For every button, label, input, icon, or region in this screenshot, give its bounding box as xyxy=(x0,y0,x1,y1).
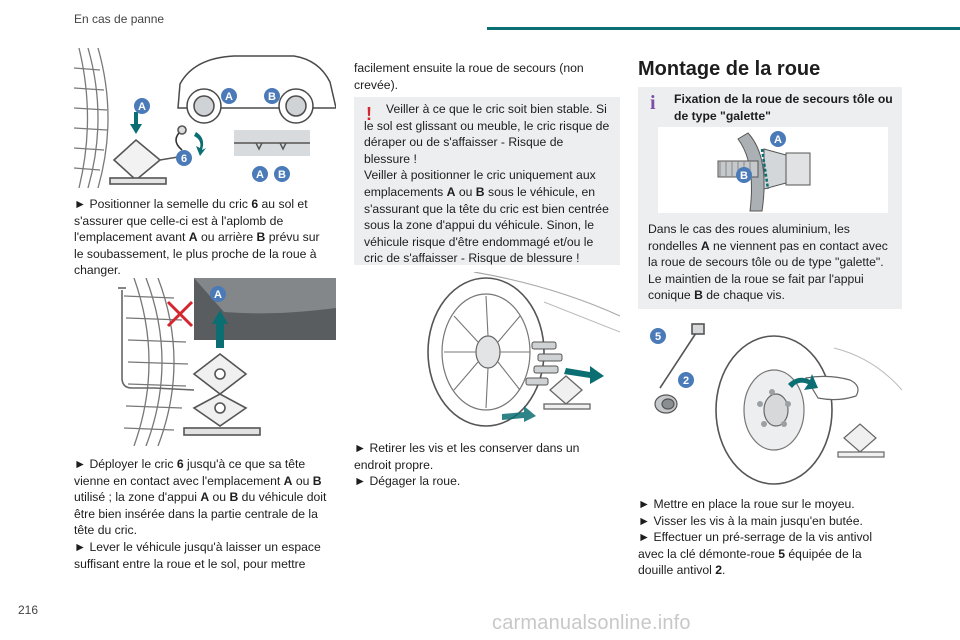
spare-wheel-graphic xyxy=(715,335,833,485)
jack-handle-graphic xyxy=(118,287,154,389)
jack-deployment-illustration: A xyxy=(118,278,336,446)
remove-bolts-steps-text: ► Retirer les vis et les conserver dans … xyxy=(354,441,580,489)
pull-arrows xyxy=(502,366,604,422)
forbidden-cross-icon xyxy=(166,300,194,328)
info-box-title: Fixation de la roue de secours tôle ou d… xyxy=(674,92,893,123)
label-b-badge-underbody: B xyxy=(274,166,290,182)
step-position-jack-text: ► Positionner la semelle du cric 6 au so… xyxy=(74,197,320,278)
warning-icon: ! xyxy=(366,104,372,124)
warning-text: Veiller à ce que le cric soit bien stabl… xyxy=(364,102,610,266)
label-a-badge-jack: A xyxy=(210,286,226,302)
watermark-text: carmanualsonline.info xyxy=(492,612,691,634)
svg-text:A: A xyxy=(774,134,782,146)
rotate-arrow-icon xyxy=(788,374,818,390)
mini-jack-graphic xyxy=(543,375,591,410)
mount-wheel-illustration: 5 2 xyxy=(650,323,902,485)
svg-text:A: A xyxy=(256,169,264,181)
svg-text:A: A xyxy=(138,101,146,113)
step-deploy-jack-text: ► Déployer le cric 6 jusqu'à ce que sa t… xyxy=(74,457,327,571)
wheel-brace-graphic xyxy=(659,323,705,389)
label-six-badge: 6 xyxy=(176,150,192,166)
section-title: Montage de la roue xyxy=(638,58,821,80)
spare-wheel-bolt-illustration: A B xyxy=(658,127,888,213)
warning-box: ! Veiller à ce que le cric soit bien sta… xyxy=(354,97,620,265)
svg-text:B: B xyxy=(268,91,276,103)
svg-text:A: A xyxy=(225,91,233,103)
label-a-badge-car: A xyxy=(221,88,237,104)
car-silhouette xyxy=(177,55,336,124)
info-icon: i xyxy=(650,92,656,114)
jack-placement-illustration: A 6 A B A B xyxy=(74,48,336,188)
jack-graphic xyxy=(837,423,885,458)
label-a-badge-underbody: A xyxy=(252,166,268,182)
underbody-graphic xyxy=(234,130,310,156)
svg-text:6: 6 xyxy=(181,153,187,165)
label-a-badge-bolt: A xyxy=(770,131,786,147)
hand-graphic xyxy=(805,375,859,401)
antitheft-socket-graphic xyxy=(654,394,678,414)
mount-wheel-steps-text: ► Mettre en place la roue sur le moyeu. … xyxy=(638,497,873,578)
label-b-badge-bolt: B xyxy=(736,167,752,183)
header-accent-bar xyxy=(487,27,960,30)
spare-wheel-continuation-text: facilement ensuite la roue de secours (n… xyxy=(354,61,584,92)
wheel-graphic xyxy=(427,277,545,427)
header-section-title: En cas de panne xyxy=(74,12,165,26)
svg-text:B: B xyxy=(278,169,286,181)
tyre-graphic xyxy=(123,278,189,446)
label-two-badge: 2 xyxy=(678,372,694,388)
remove-bolts-illustration xyxy=(427,272,620,427)
page-number: 216 xyxy=(18,603,39,617)
bolts-graphic xyxy=(525,341,563,386)
direction-arrows xyxy=(130,112,206,156)
svg-text:A: A xyxy=(214,289,222,301)
scissor-jack-graphic xyxy=(109,125,187,185)
up-arrow-icon xyxy=(212,310,228,348)
info-box: i Fixation de la roue de secours tôle ou… xyxy=(638,87,902,309)
jack-scissor-graphic xyxy=(153,352,261,436)
info-box-text: Dans le cas des roues aluminium, les ron… xyxy=(648,222,888,303)
label-a-badge-small: A xyxy=(134,98,150,114)
svg-text:5: 5 xyxy=(655,331,661,343)
label-b-badge-car: B xyxy=(264,88,280,104)
svg-text:2: 2 xyxy=(683,375,689,387)
tyre-tread-graphic xyxy=(74,48,109,188)
svg-text:B: B xyxy=(740,170,748,182)
label-five-badge: 5 xyxy=(650,328,666,344)
